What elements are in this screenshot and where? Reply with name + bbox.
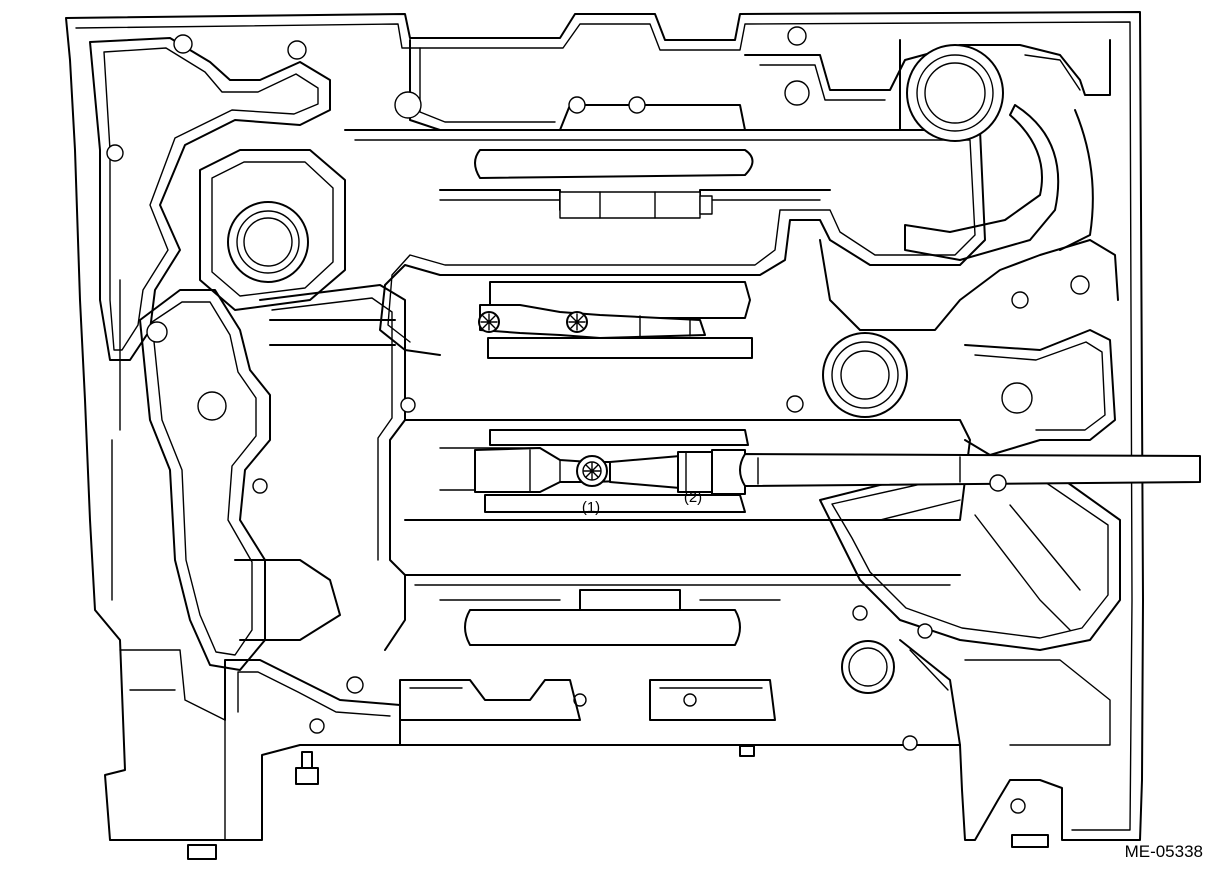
- crank-throw-bottom: [404, 574, 961, 646]
- callout-2-label: (2): [684, 489, 702, 506]
- connecting-rod-bolt-left: [478, 311, 500, 333]
- crank-throw-upper: [439, 149, 831, 219]
- middle-right-bore: [822, 332, 908, 418]
- upper-right-bore: [906, 44, 1004, 142]
- left-bore: [227, 201, 309, 283]
- crank-throw-middle: [269, 281, 753, 359]
- socket-extension-tool: [609, 449, 1201, 495]
- figure-id: ME-05338: [1125, 842, 1203, 861]
- lower-pockets: [399, 679, 776, 721]
- lower-right-bore: [841, 640, 895, 694]
- callout-1-label: (1): [582, 499, 600, 516]
- cylinder-block-outline: [65, 11, 1144, 841]
- crank-throw-lower: [404, 419, 971, 521]
- bolt-holes: [106, 26, 1090, 814]
- connecting-rod-bolt-right: [566, 311, 588, 333]
- bottom-studs: [187, 745, 1049, 860]
- connecting-rod-bolt-1: [576, 455, 608, 487]
- oil-passage: [904, 104, 1094, 261]
